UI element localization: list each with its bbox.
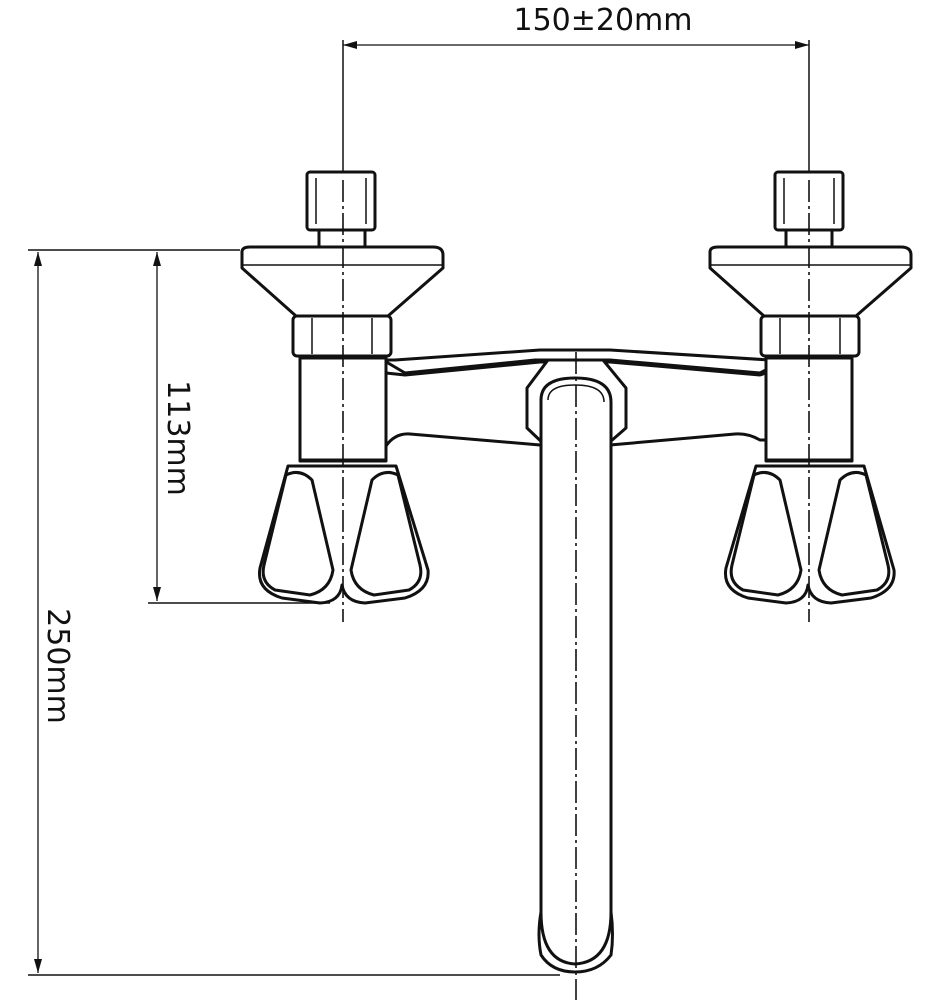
left-inlet-fitting [305,170,377,232]
arrow-handle-top [153,252,161,266]
left-handle-lobe-right [349,470,423,597]
right-hex-nut [759,314,861,358]
right-escutcheon [708,245,913,318]
right-valve-body [764,356,854,462]
center-spacing-label: 150±20mm [513,3,692,38]
right-valve-assembly [708,170,913,605]
arrow-handle-bottom [153,587,161,601]
arrow-bottom [34,959,42,973]
left-valve-assembly [240,170,445,605]
left-hex-nut [291,314,393,358]
right-handle-lobe-right [817,470,891,597]
handle-height-label: 113mm [160,380,195,496]
arrow-top [34,252,42,266]
spout-tip [537,910,614,974]
arrow-left [343,41,357,49]
left-inlet-stem [317,228,367,250]
center-spacing-dimension: 150±20mm [342,3,810,180]
left-handle-lobe-left [261,470,335,597]
arrow-right [795,41,809,49]
handle-height-dimension: 113mm [148,252,330,604]
total-height-label: 250mm [40,608,75,724]
spout-pipe-inner-edge [547,384,605,403]
center-lines [342,180,810,1000]
right-handle-lobe-left [729,470,803,597]
total-height-dimension: 250mm [28,249,560,976]
